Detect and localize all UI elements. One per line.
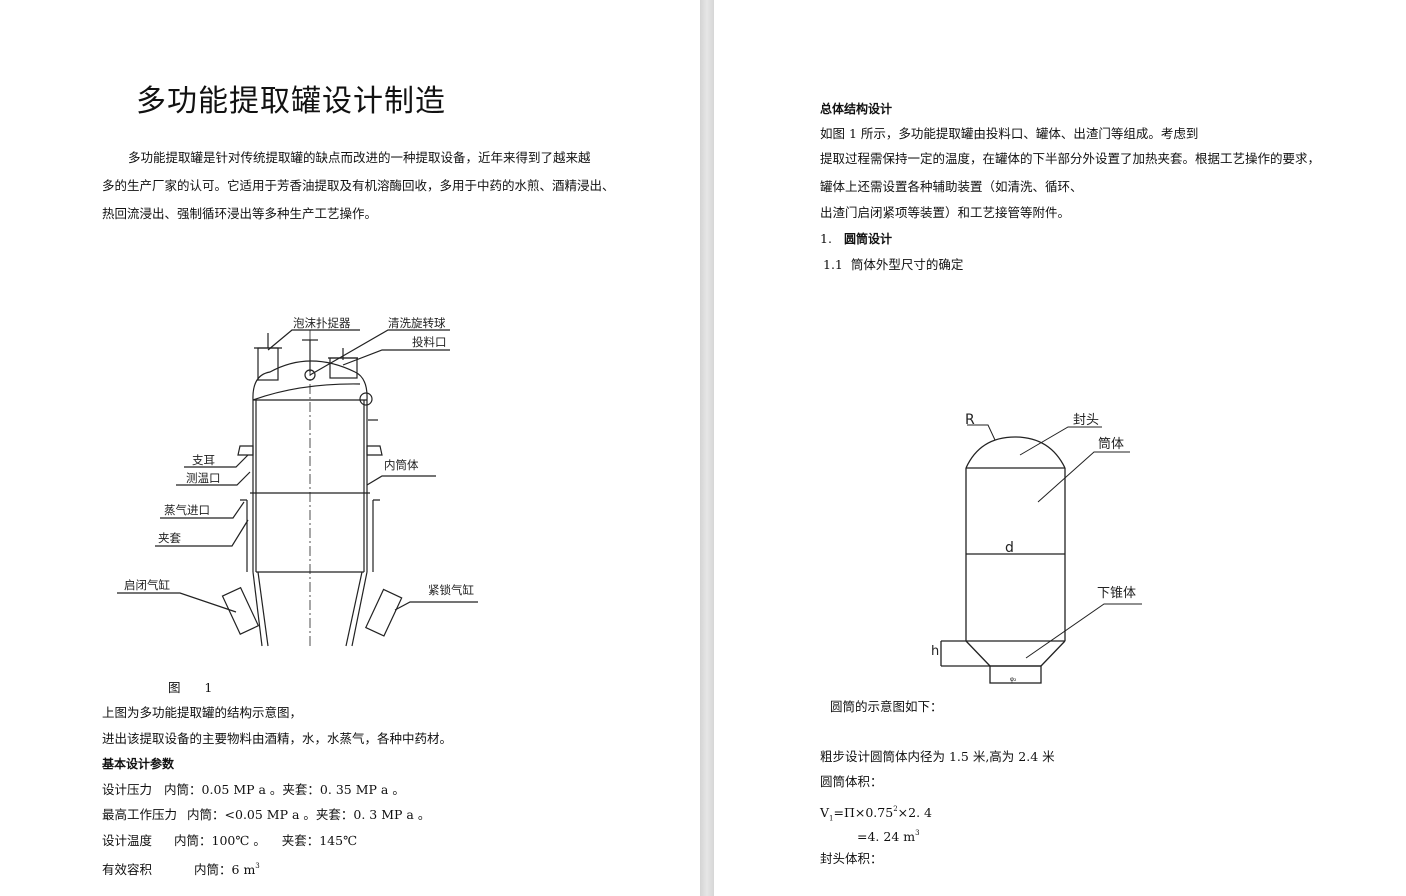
label-bottom-diameter: φ₂ bbox=[1010, 676, 1017, 683]
paragraph-line-1: 如图 1 所示，多功能提取罐由投料口、罐体、出渣门等组成。考虑到 bbox=[820, 126, 1199, 141]
label-head: 封头 bbox=[1073, 413, 1099, 428]
param-row: 有效容积内筒：6 m3 bbox=[102, 862, 260, 877]
head-volume-label: 封头体积： bbox=[820, 851, 883, 866]
label-R: R bbox=[965, 412, 975, 428]
label-h: h bbox=[931, 644, 939, 659]
volume-result: =4. 24 m3 bbox=[857, 829, 920, 844]
label-jacket: 夹套 bbox=[158, 531, 181, 545]
label-d: d bbox=[1005, 540, 1014, 556]
figure-caption: 圆筒的示意图如下： bbox=[830, 699, 943, 714]
label-body: 筒体 bbox=[1098, 436, 1124, 452]
label-temp-port: 测温口 bbox=[186, 471, 221, 485]
volume-formula: V1=Π×0.752×2. 4 bbox=[820, 805, 932, 823]
section-heading: 总体结构设计 bbox=[820, 102, 893, 116]
intro-line-2: 多的生产厂家的认可。它适用于芳香油提取及有机溶酶回收，多用于中药的水煎、酒精浸出… bbox=[102, 178, 615, 193]
right-page: 总体结构设计 如图 1 所示，多功能提取罐由投料口、罐体、出渣门等组成。考虑到 … bbox=[714, 0, 1406, 896]
paragraph-line-3: 罐体上还需设置各种辅助装置（如清洗、循环、 bbox=[820, 179, 1083, 194]
page-divider bbox=[700, 0, 714, 896]
design-text: 粗步设计圆筒体内径为 1.5 米,高为 2.4 米 bbox=[820, 749, 1055, 764]
volume-label: 圆筒体积： bbox=[820, 774, 883, 789]
after-figure-line-1: 上图为多功能提取罐的结构示意图， bbox=[102, 705, 303, 720]
page-title: 多功能提取罐设计制造 bbox=[136, 84, 446, 119]
label-feed-port: 投料口 bbox=[412, 335, 447, 349]
subsection-1-1: 1.1 筒体外型尺寸的确定 bbox=[823, 257, 964, 272]
label-cone: 下锥体 bbox=[1097, 586, 1136, 601]
label-foam-catcher: 泡沫扑捉器 bbox=[293, 316, 351, 330]
figure-caption: 图 1 bbox=[168, 680, 213, 695]
intro-line-1: 多功能提取罐是针对传统提取罐的缺点而改进的一种提取设备，近年来得到了越来越 bbox=[128, 150, 591, 165]
intro-line-3: 热回流浸出、强制循环浸出等多种生产工艺操作。 bbox=[102, 206, 378, 221]
left-page: 多功能提取罐设计制造 多功能提取罐是针对传统提取罐的缺点而改进的一种提取设备，近… bbox=[0, 0, 700, 896]
paragraph-line-2: 提取过程需保持一定的温度，在罐体的下半部分外设置了加热夹套。根据工艺操作的要求， bbox=[820, 151, 1321, 166]
param-row: 设计温度内筒：100℃ 。 夹套：145℃ bbox=[102, 833, 358, 848]
after-figure-line-2: 进出该提取设备的主要物料由酒精，水，水蒸气，各种中药材。 bbox=[102, 731, 453, 746]
label-open-cylinder: 启闭气缸 bbox=[124, 578, 170, 592]
params-heading: 基本设计参数 bbox=[102, 757, 175, 771]
paragraph-line-4: 出渣门启闭紧项等装置）和工艺接管等附件。 bbox=[820, 205, 1071, 220]
extraction-tank-diagram: 泡沫扑捉器 清洗旋转球 投料口 支耳 测温口 内筒体 蒸气进口 夹套 启闭气缸 … bbox=[117, 316, 478, 648]
param-row: 最高工作压力内筒：<0.05 MP a 。夹套：0. 3 MP a 。 bbox=[102, 807, 431, 822]
label-support-lug: 支耳 bbox=[192, 453, 215, 467]
label-cleaning-ball: 清洗旋转球 bbox=[388, 316, 446, 330]
param-row: 设计压力内筒：0.05 MP a 。夹套：0. 35 MP a 。 bbox=[102, 782, 405, 797]
label-lock-cylinder: 紧锁气缸 bbox=[428, 583, 474, 597]
label-inner-shell: 内筒体 bbox=[384, 458, 419, 472]
label-steam-inlet: 蒸气进口 bbox=[164, 503, 210, 517]
section-1: 1.圆筒设计 bbox=[820, 231, 892, 246]
